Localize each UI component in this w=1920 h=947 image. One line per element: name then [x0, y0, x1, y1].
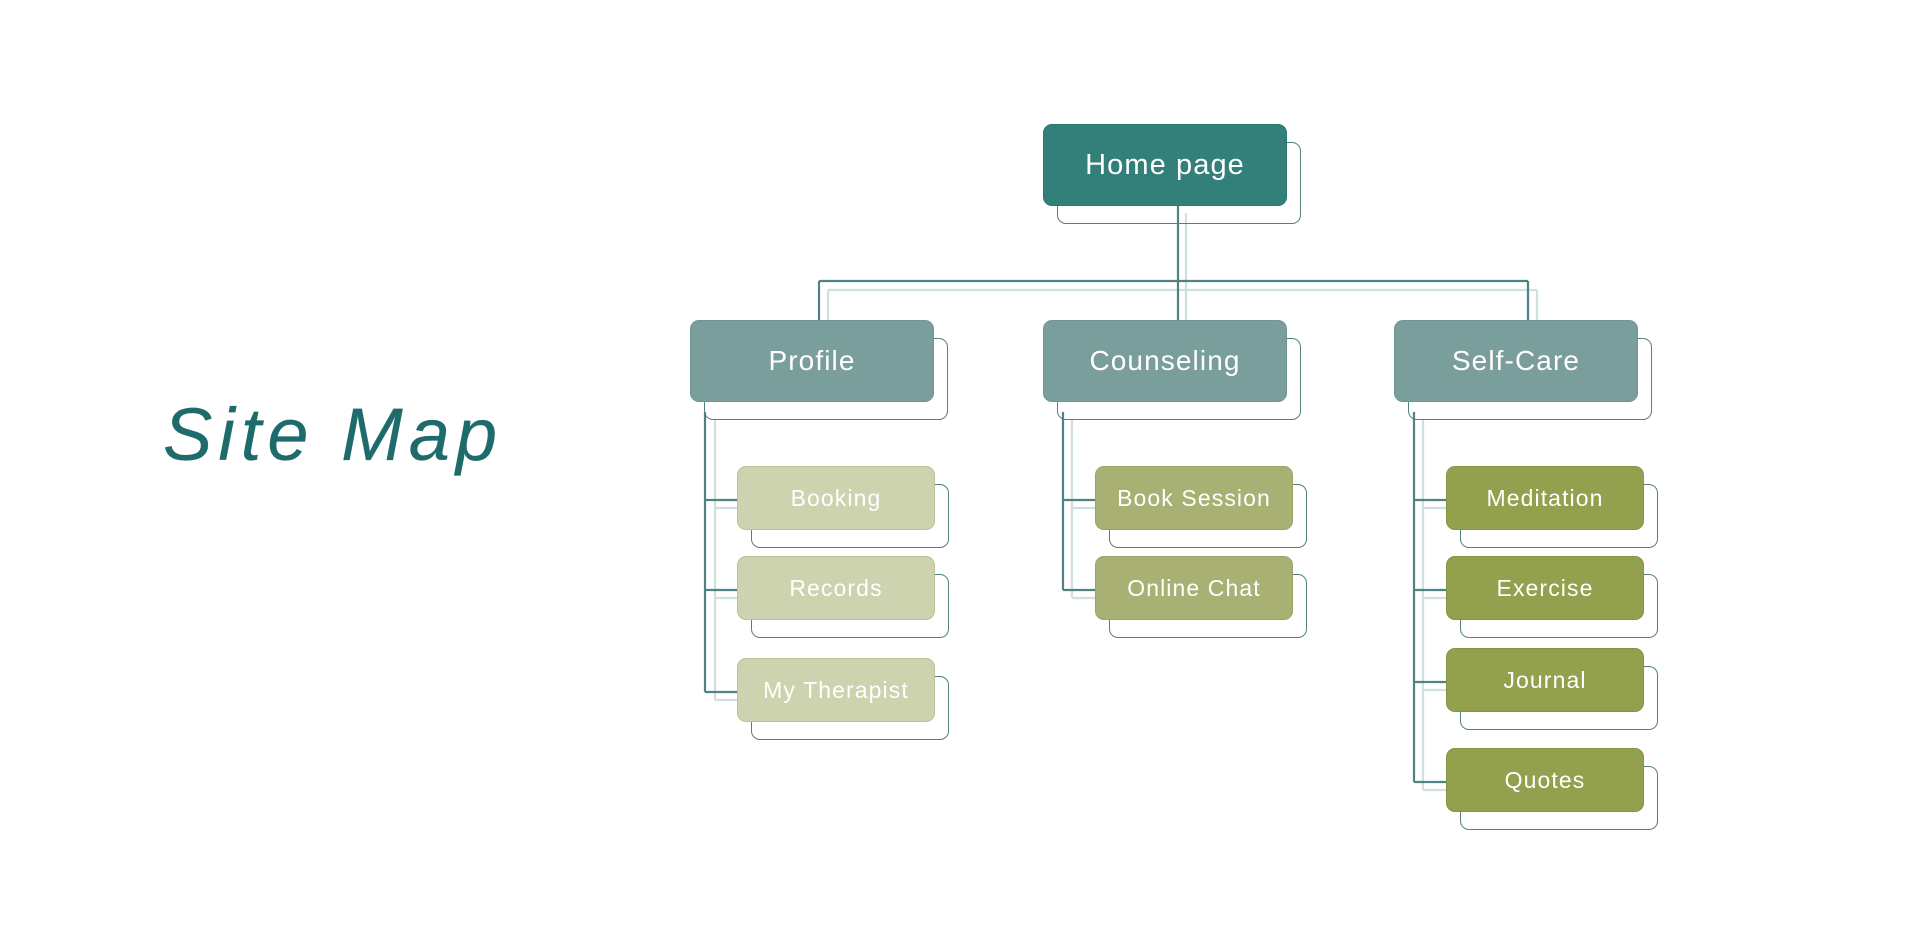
node-plate: Book Session: [1095, 466, 1293, 530]
node-plate: Journal: [1446, 648, 1644, 712]
node-label: Self-Care: [1451, 345, 1581, 376]
node-label: Records: [789, 574, 883, 601]
node-journal[interactable]: Journal: [1446, 648, 1658, 730]
node-home-page[interactable]: Home page: [1043, 124, 1301, 224]
node-plate: Quotes: [1446, 748, 1644, 812]
node-self-care[interactable]: Self-Care: [1394, 320, 1652, 420]
node-label: Home page: [1085, 148, 1245, 181]
node-exercise[interactable]: Exercise: [1446, 556, 1658, 638]
node-book-session[interactable]: Book Session: [1095, 466, 1307, 548]
node-profile[interactable]: Profile: [690, 320, 948, 420]
node-plate: Meditation: [1446, 466, 1644, 530]
node-label: Book Session: [1117, 484, 1271, 511]
node-label: My Therapist: [763, 676, 909, 703]
node-quotes[interactable]: Quotes: [1446, 748, 1658, 830]
node-plate: Self-Care: [1394, 320, 1638, 402]
node-my-therapist[interactable]: My Therapist: [737, 658, 949, 740]
node-plate: Counseling: [1043, 320, 1287, 402]
node-label: Online Chat: [1127, 574, 1261, 601]
node-plate: Records: [737, 556, 935, 620]
node-plate: My Therapist: [737, 658, 935, 722]
node-label: Meditation: [1486, 484, 1604, 511]
node-meditation[interactable]: Meditation: [1446, 466, 1658, 548]
node-plate: Online Chat: [1095, 556, 1293, 620]
node-plate: Exercise: [1446, 556, 1644, 620]
node-plate: Home page: [1043, 124, 1287, 206]
node-label: Counseling: [1089, 345, 1241, 376]
node-label: Exercise: [1496, 574, 1594, 601]
node-plate: Profile: [690, 320, 934, 402]
node-label: Quotes: [1504, 766, 1586, 793]
node-label: Profile: [768, 345, 856, 376]
node-counseling[interactable]: Counseling: [1043, 320, 1301, 420]
node-records[interactable]: Records: [737, 556, 949, 638]
node-label: Journal: [1503, 666, 1587, 693]
node-booking[interactable]: Booking: [737, 466, 949, 548]
node-plate: Booking: [737, 466, 935, 530]
page-title: Site Map: [163, 393, 504, 476]
node-online-chat[interactable]: Online Chat: [1095, 556, 1307, 638]
node-label: Booking: [790, 484, 882, 511]
